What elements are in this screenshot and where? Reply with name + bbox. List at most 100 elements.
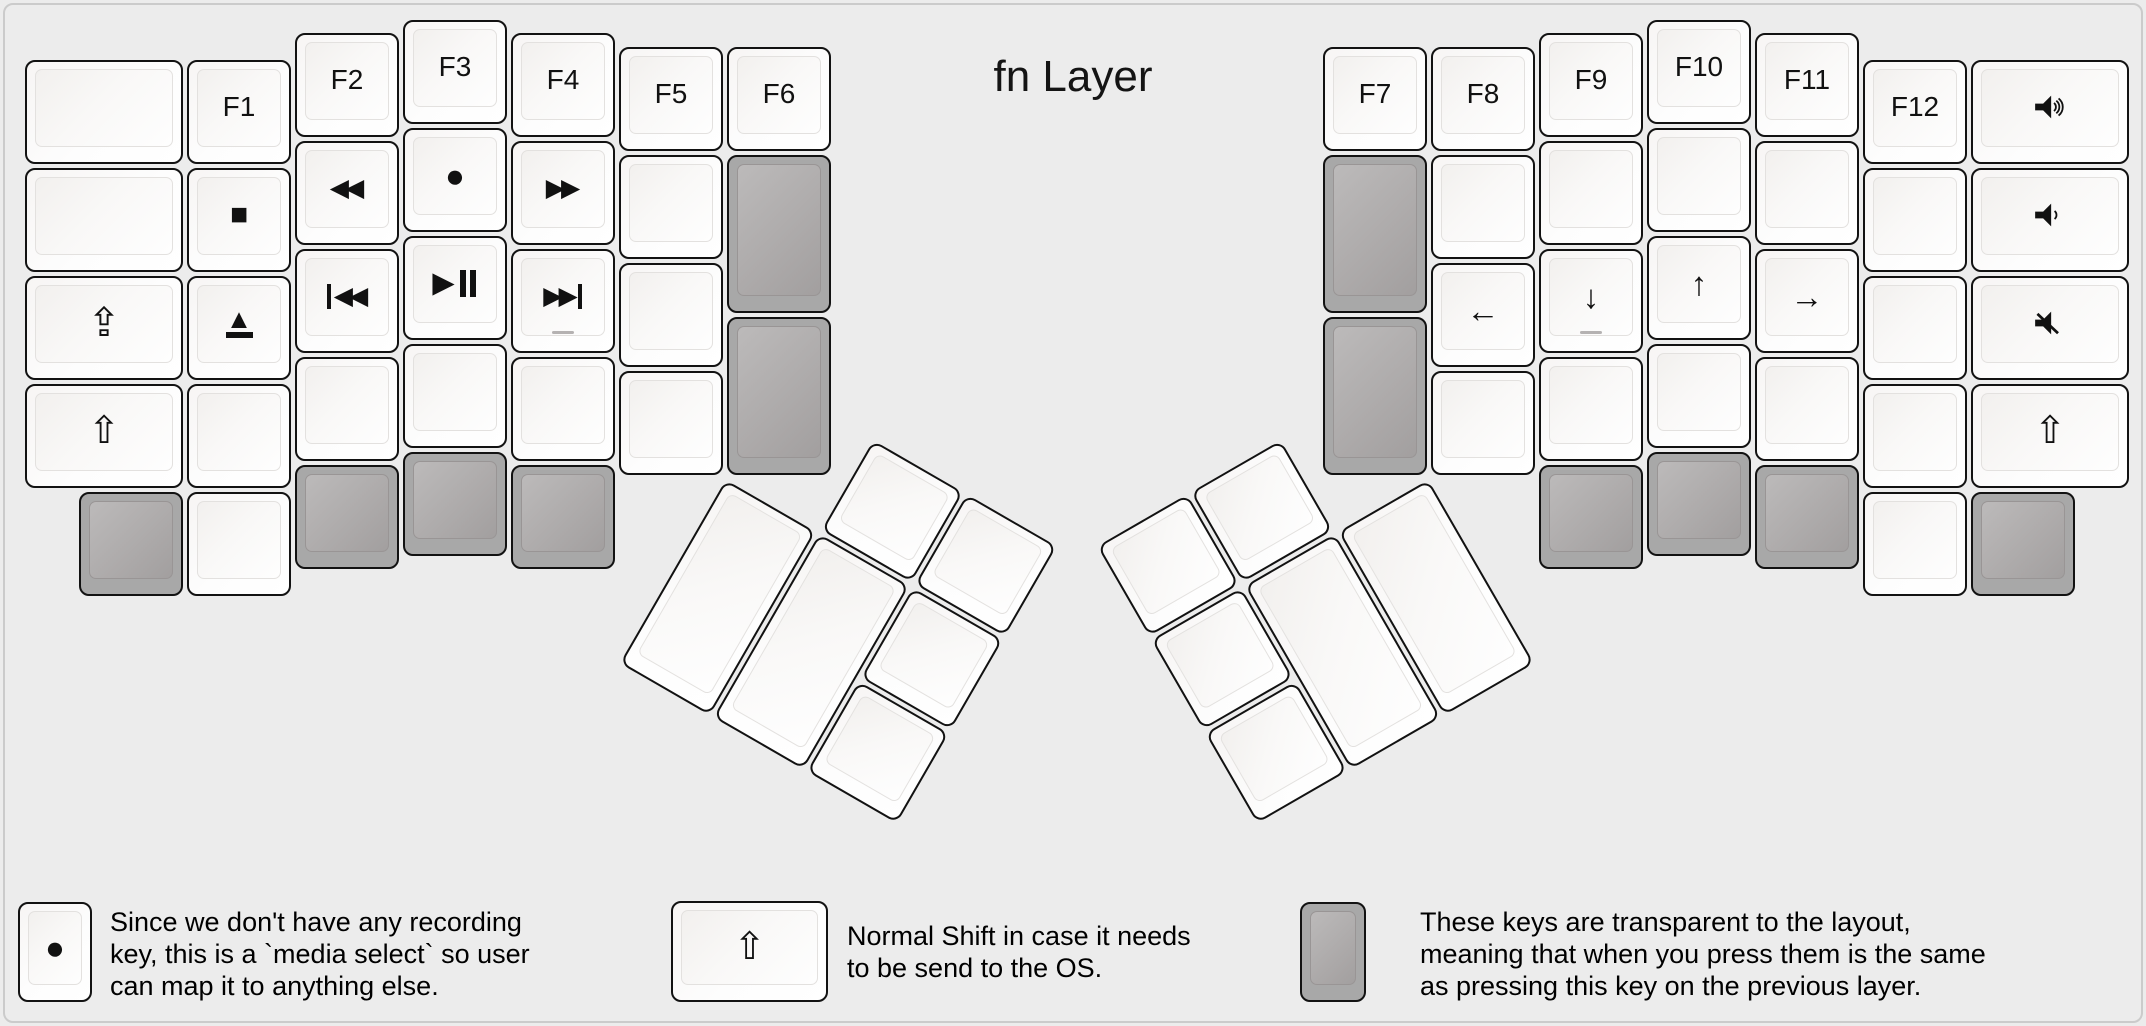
key-blank-l-c3r3[interactable] xyxy=(403,344,507,448)
key-blank-l-b1[interactable] xyxy=(187,492,291,596)
keycap-surface xyxy=(1549,258,1633,336)
key-f10[interactable]: F10 xyxy=(1647,20,1751,124)
key-record-media-select[interactable]: ● xyxy=(403,128,507,232)
key-f11[interactable]: F11 xyxy=(1755,33,1859,137)
key-transparent-l-inner2[interactable] xyxy=(727,317,831,475)
keycap-surface xyxy=(838,452,951,563)
key-transparent-r-b2[interactable] xyxy=(1755,465,1859,569)
key-transparent-l-b3[interactable] xyxy=(403,452,507,556)
keycap-surface xyxy=(1657,245,1741,323)
keycap-surface xyxy=(1549,474,1633,552)
key-blank-r-b3[interactable] xyxy=(1863,492,1967,596)
key-blank-r-c3r3[interactable] xyxy=(1647,344,1751,448)
key-fast-forward[interactable]: ▶▶ xyxy=(511,141,615,245)
note-text-line: key, this is a `media select` so user xyxy=(110,939,530,969)
key-blank-l-c5r1[interactable] xyxy=(619,155,723,259)
keycap-surface xyxy=(1765,42,1849,120)
key-transparent-r-b4[interactable] xyxy=(1971,492,2075,596)
key-arrow-up[interactable]: ↑ xyxy=(1647,236,1751,340)
key-blank-r-c3r1[interactable] xyxy=(1647,128,1751,232)
keycap-surface xyxy=(413,137,497,215)
key-shift-left[interactable]: ⇧ xyxy=(25,384,183,488)
keycap-surface xyxy=(1333,326,1417,458)
key-shift-right[interactable]: ⇧ xyxy=(1971,384,2129,488)
home-position-marker xyxy=(552,331,574,334)
keycap-surface xyxy=(1873,501,1957,579)
key-blank-l-c5r3[interactable] xyxy=(619,371,723,475)
key-blank-r-c4r3[interactable] xyxy=(1539,357,1643,461)
note-key-normal-shift: ⇧ xyxy=(671,901,828,1002)
key-blank-r-c5r1[interactable] xyxy=(1431,155,1535,259)
keycap-surface xyxy=(1441,56,1525,134)
key-blank-l-c1r3[interactable] xyxy=(187,384,291,488)
key-f2[interactable]: F2 xyxy=(295,33,399,137)
keycap-surface xyxy=(197,69,281,147)
keycap-surface xyxy=(1765,150,1849,228)
key-blank-r-c4r1[interactable] xyxy=(1539,141,1643,245)
key-f9[interactable]: F9 xyxy=(1539,33,1643,137)
keycap-surface xyxy=(35,285,173,363)
key-blank-r-c1r1[interactable] xyxy=(1863,168,1967,272)
key-f3[interactable]: F3 xyxy=(403,20,507,124)
keycap-surface xyxy=(1657,461,1741,539)
key-f6[interactable]: F6 xyxy=(727,47,831,151)
key-transparent-l-b0[interactable] xyxy=(79,492,183,596)
key-stop[interactable]: ■ xyxy=(187,168,291,272)
key-mute[interactable] xyxy=(1971,276,2129,380)
key-volume-up[interactable] xyxy=(1971,60,2129,164)
keycap-surface xyxy=(737,56,821,134)
keycap-surface xyxy=(681,910,818,985)
key-arrow-right[interactable]: → xyxy=(1755,249,1859,353)
key-f1[interactable]: F1 xyxy=(187,60,291,164)
key-blank-l-c5r2[interactable] xyxy=(619,263,723,367)
keycap-surface xyxy=(1441,380,1525,458)
keycap-surface xyxy=(35,393,173,471)
key-play-pause[interactable]: ▶ xyxy=(403,236,507,340)
keycap-surface xyxy=(413,245,497,323)
key-blank-l-c2r3[interactable] xyxy=(295,357,399,461)
key-blank-r-c1r2[interactable] xyxy=(1863,276,1967,380)
key-transparent-r-inner2[interactable] xyxy=(1323,317,1427,475)
keycap-surface xyxy=(521,150,605,228)
key-blank-r-c2r3[interactable] xyxy=(1755,357,1859,461)
key-blank-r-c5r3[interactable] xyxy=(1431,371,1535,475)
keycap-surface xyxy=(1310,911,1356,985)
key-f8[interactable]: F8 xyxy=(1431,47,1535,151)
key-rewind[interactable]: ◀◀ xyxy=(295,141,399,245)
key-caps-lock[interactable]: ⇪ xyxy=(25,276,183,380)
key-blank-l-c0r1[interactable] xyxy=(25,168,183,272)
key-transparent-l-b4[interactable] xyxy=(511,465,615,569)
key-f7[interactable]: F7 xyxy=(1323,47,1427,151)
key-transparent-r-b0[interactable] xyxy=(1539,465,1643,569)
key-blank-r-c2r1[interactable] xyxy=(1755,141,1859,245)
key-transparent-r-b1[interactable] xyxy=(1647,452,1751,556)
keycap-surface xyxy=(521,258,605,336)
key-next-track[interactable]: ▶▶ xyxy=(511,249,615,353)
key-f12[interactable]: F12 xyxy=(1863,60,1967,164)
key-blank-l-c0r0[interactable] xyxy=(25,60,183,164)
key-f5[interactable]: F5 xyxy=(619,47,723,151)
key-blank-r-c1r3[interactable] xyxy=(1863,384,1967,488)
key-arrow-left[interactable]: ← xyxy=(1431,263,1535,367)
key-transparent-l-inner1[interactable] xyxy=(727,155,831,313)
keycap-surface xyxy=(629,272,713,350)
key-blank-l-c4r3[interactable] xyxy=(511,357,615,461)
keycap-surface xyxy=(89,501,173,579)
keycap-surface xyxy=(1441,164,1525,242)
home-position-marker xyxy=(1580,331,1602,334)
key-transparent-r-inner1[interactable] xyxy=(1323,155,1427,313)
key-eject[interactable]: ▲ xyxy=(187,276,291,380)
key-transparent-l-b2[interactable] xyxy=(295,465,399,569)
note-text-line: to be send to the OS. xyxy=(847,953,1103,983)
key-arrow-down[interactable]: ↓ xyxy=(1539,249,1643,353)
keycap-surface xyxy=(1981,501,2065,579)
key-f4[interactable]: F4 xyxy=(511,33,615,137)
keycap-surface xyxy=(1873,393,1957,471)
key-prev-track[interactable]: ◀◀ xyxy=(295,249,399,353)
keycap-surface xyxy=(1549,366,1633,444)
keycap-surface xyxy=(737,164,821,296)
key-volume-down[interactable] xyxy=(1971,168,2129,272)
